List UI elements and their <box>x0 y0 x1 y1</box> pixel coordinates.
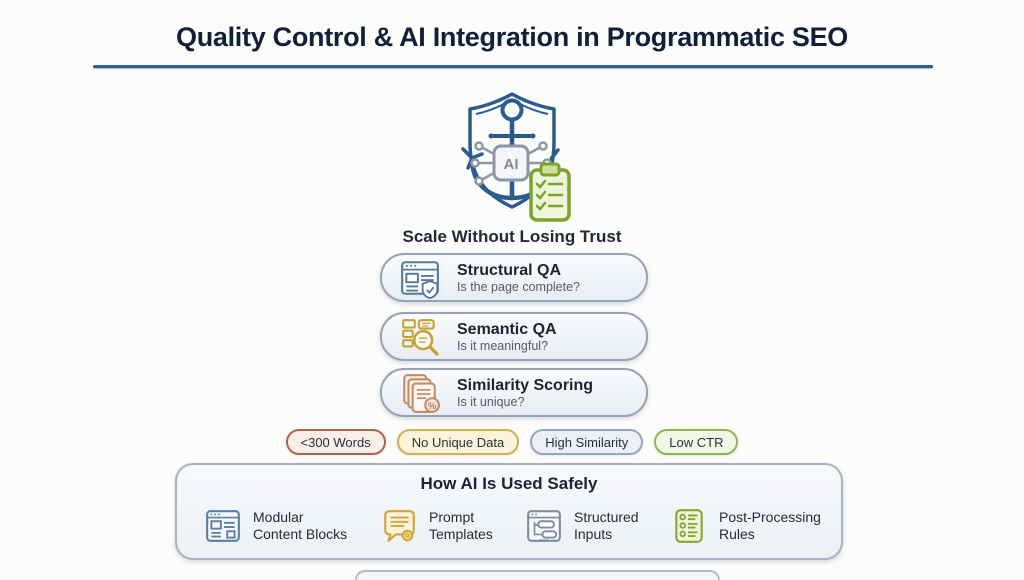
safety-item-label: Modular Content Blocks <box>253 509 348 542</box>
title-divider <box>93 65 933 68</box>
flag-pill: No Unique Data <box>396 429 520 455</box>
semantic-search-icon <box>399 316 441 358</box>
qa-step-title: Semantic QA <box>457 320 557 338</box>
ai-anchor-shield-icon: AI <box>461 92 571 222</box>
safety-item-label: Structured Inputs <box>574 509 639 542</box>
qa-step-title: Structural QA <box>457 261 562 279</box>
structured-inputs-icon <box>525 507 563 545</box>
flag-pill: <300 Words <box>285 429 386 455</box>
safety-item-label: Post-Processing Rules <box>719 509 821 542</box>
safety-panel-title: How AI Is Used Safely <box>420 474 598 493</box>
modular-blocks-icon <box>204 507 242 545</box>
qa-step-subtitle: Is it meaningful? <box>457 338 549 353</box>
safety-item: Prompt Templates <box>380 507 493 545</box>
quality-flags-row: <300 Words No Unique Data High Similarit… <box>0 429 1024 455</box>
qa-step-card-similarity: % Similarity Scoring Is it unique? <box>380 368 648 417</box>
safety-panel: How AI Is Used Safely Modular Content Bl… <box>175 463 843 560</box>
safety-item-label: Prompt Templates <box>429 509 493 542</box>
next-section-peek <box>355 570 720 580</box>
qa-step-card-structural: Structural QA Is the page complete? <box>380 253 648 302</box>
safety-item: Structured Inputs <box>525 507 639 545</box>
webpage-check-icon <box>399 257 441 299</box>
qa-step-card-semantic: Semantic QA Is it meaningful? <box>380 312 648 361</box>
hero-caption: Scale Without Losing Trust <box>402 227 622 246</box>
flag-pill: Low CTR <box>654 429 739 455</box>
svg-text:%: % <box>428 400 437 411</box>
similarity-percent-icon: % <box>399 372 441 414</box>
safety-item: Post-Processing Rules <box>670 507 821 545</box>
safety-item: Modular Content Blocks <box>204 507 347 545</box>
checklist-rules-icon <box>670 507 708 545</box>
qa-step-subtitle: Is the page complete? <box>457 279 580 294</box>
qa-step-subtitle: Is it unique? <box>457 394 525 409</box>
prompt-template-icon <box>380 507 418 545</box>
ai-chip-label: AI <box>504 156 519 173</box>
qa-step-title: Similarity Scoring <box>457 376 594 394</box>
page-title: Quality Control & AI Integration in Prog… <box>176 22 848 52</box>
flag-pill: High Similarity <box>530 429 644 455</box>
